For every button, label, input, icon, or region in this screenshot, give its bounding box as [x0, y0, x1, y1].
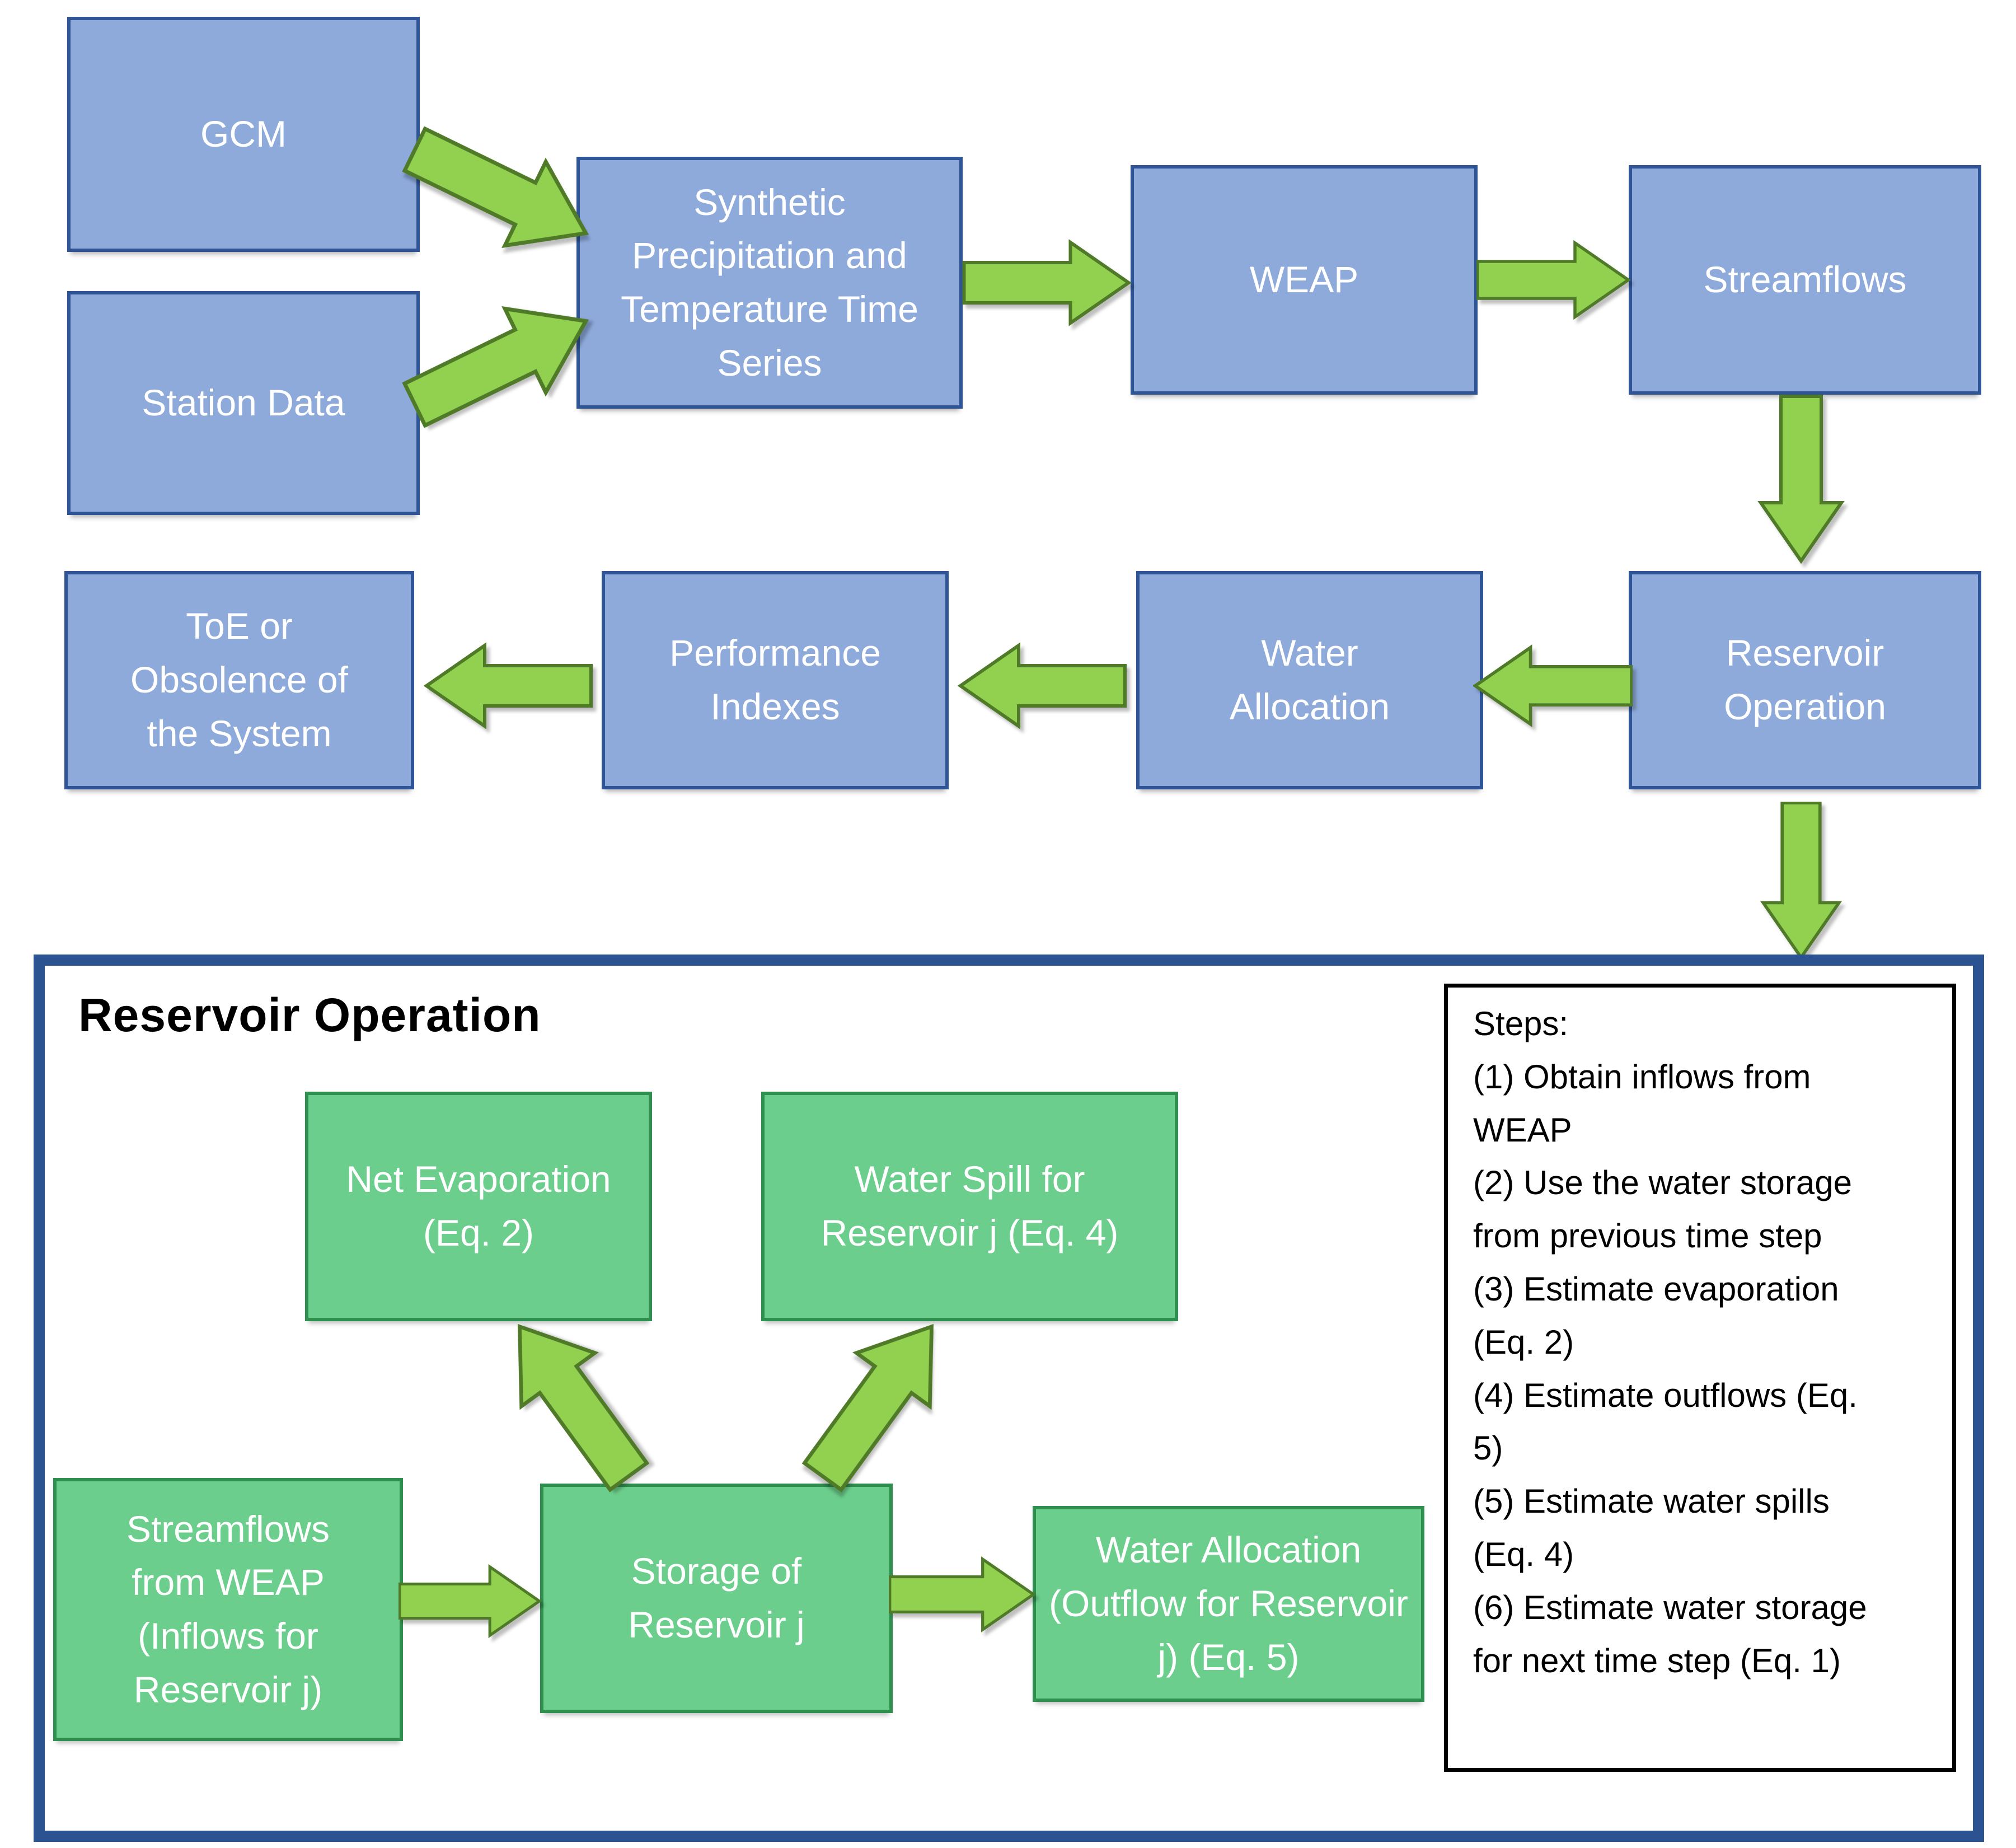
node-streamflows: Streamflows [1629, 165, 1981, 395]
node-gcm-label: GCM [200, 113, 287, 155]
node-storage-reservoir-label: Storage of Reservoir j [628, 1550, 805, 1645]
arrow-weap-to-streamflows-icon [1476, 240, 1630, 320]
arrow-station-to-synthetic-icon [402, 306, 589, 428]
node-gcm: GCM [67, 17, 420, 252]
arrow-streamflows-to-reservoir-icon [1757, 395, 1845, 564]
step-4: (4) Estimate outflows (Eq. 5) [1473, 1376, 1858, 1467]
arrow-inflows-to-storage-icon [398, 1564, 541, 1639]
node-water-allocation-outflow: Water Allocation (Outflow for Reservoir … [1033, 1506, 1424, 1702]
node-water-spill: Water Spill for Reservoir j (Eq. 4) [761, 1092, 1178, 1321]
node-water-allocation-label: Water Allocation [1229, 632, 1390, 727]
arrow-reservoir-to-panel-icon [1760, 802, 1842, 960]
node-synthetic-series-label: Synthetic Precipitation and Temperature … [621, 181, 918, 383]
panel-title: Reservoir Operation [78, 989, 541, 1041]
node-weap-label: WEAP [1249, 259, 1359, 301]
arrow-synthetic-to-weap-icon [962, 239, 1132, 326]
step-6: (6) Estimate water storage for next time… [1473, 1588, 1867, 1679]
node-net-evaporation: Net Evaporation (Eq. 2) [305, 1092, 652, 1321]
node-net-evaporation-label: Net Evaporation (Eq. 2) [346, 1158, 611, 1253]
step-5: (5) Estimate water spills (Eq. 4) [1473, 1482, 1830, 1573]
arrow-storage-to-spill-icon [801, 1323, 934, 1493]
node-toe-obsolence: ToE or Obsolence of the System [64, 571, 414, 789]
node-reservoir-operation: Reservoir Operation [1629, 571, 1981, 789]
node-water-spill-label: Water Spill for Reservoir j (Eq. 4) [821, 1158, 1119, 1253]
arrow-allocation-to-performance-icon [957, 642, 1127, 729]
arrow-gcm-to-synthetic-icon [402, 126, 589, 249]
node-streamflows-from-weap: Streamflows from WEAP (Inflows for Reser… [53, 1478, 403, 1741]
step-2: (2) Use the water storage from previous … [1473, 1164, 1852, 1255]
node-streamflows-from-weap-label: Streamflows from WEAP (Inflows for Reser… [126, 1508, 330, 1710]
steps-box: Steps: (1) Obtain inflows from WEAP (2) … [1444, 984, 1956, 1772]
node-station-data-label: Station Data [142, 382, 345, 424]
node-reservoir-operation-label: Reservoir Operation [1724, 632, 1886, 727]
node-weap: WEAP [1131, 165, 1478, 395]
node-streamflows-label: Streamflows [1703, 259, 1907, 301]
node-station-data: Station Data [67, 291, 420, 515]
arrow-performance-to-toe-icon [423, 642, 593, 729]
steps-heading: Steps: [1473, 1005, 1569, 1042]
arrow-storage-to-evaporation-icon [517, 1323, 650, 1493]
node-performance-indexes: Performance Indexes [602, 571, 949, 789]
node-storage-reservoir: Storage of Reservoir j [540, 1484, 893, 1713]
arrow-reservoir-to-allocation-icon [1473, 644, 1633, 727]
step-1: (1) Obtain inflows from WEAP [1473, 1058, 1811, 1149]
node-performance-indexes-label: Performance Indexes [669, 632, 881, 727]
node-water-allocation: Water Allocation [1136, 571, 1483, 789]
steps-list: Steps: (1) Obtain inflows from WEAP (2) … [1473, 998, 1879, 1687]
arrow-storage-to-outflow-icon [889, 1556, 1035, 1632]
node-water-allocation-outflow-label: Water Allocation (Outflow for Reservoir … [1049, 1529, 1408, 1678]
step-3: (3) Estimate evaporation (Eq. 2) [1473, 1270, 1839, 1361]
node-synthetic-series: Synthetic Precipitation and Temperature … [576, 157, 963, 409]
node-toe-obsolence-label: ToE or Obsolence of the System [130, 605, 348, 754]
